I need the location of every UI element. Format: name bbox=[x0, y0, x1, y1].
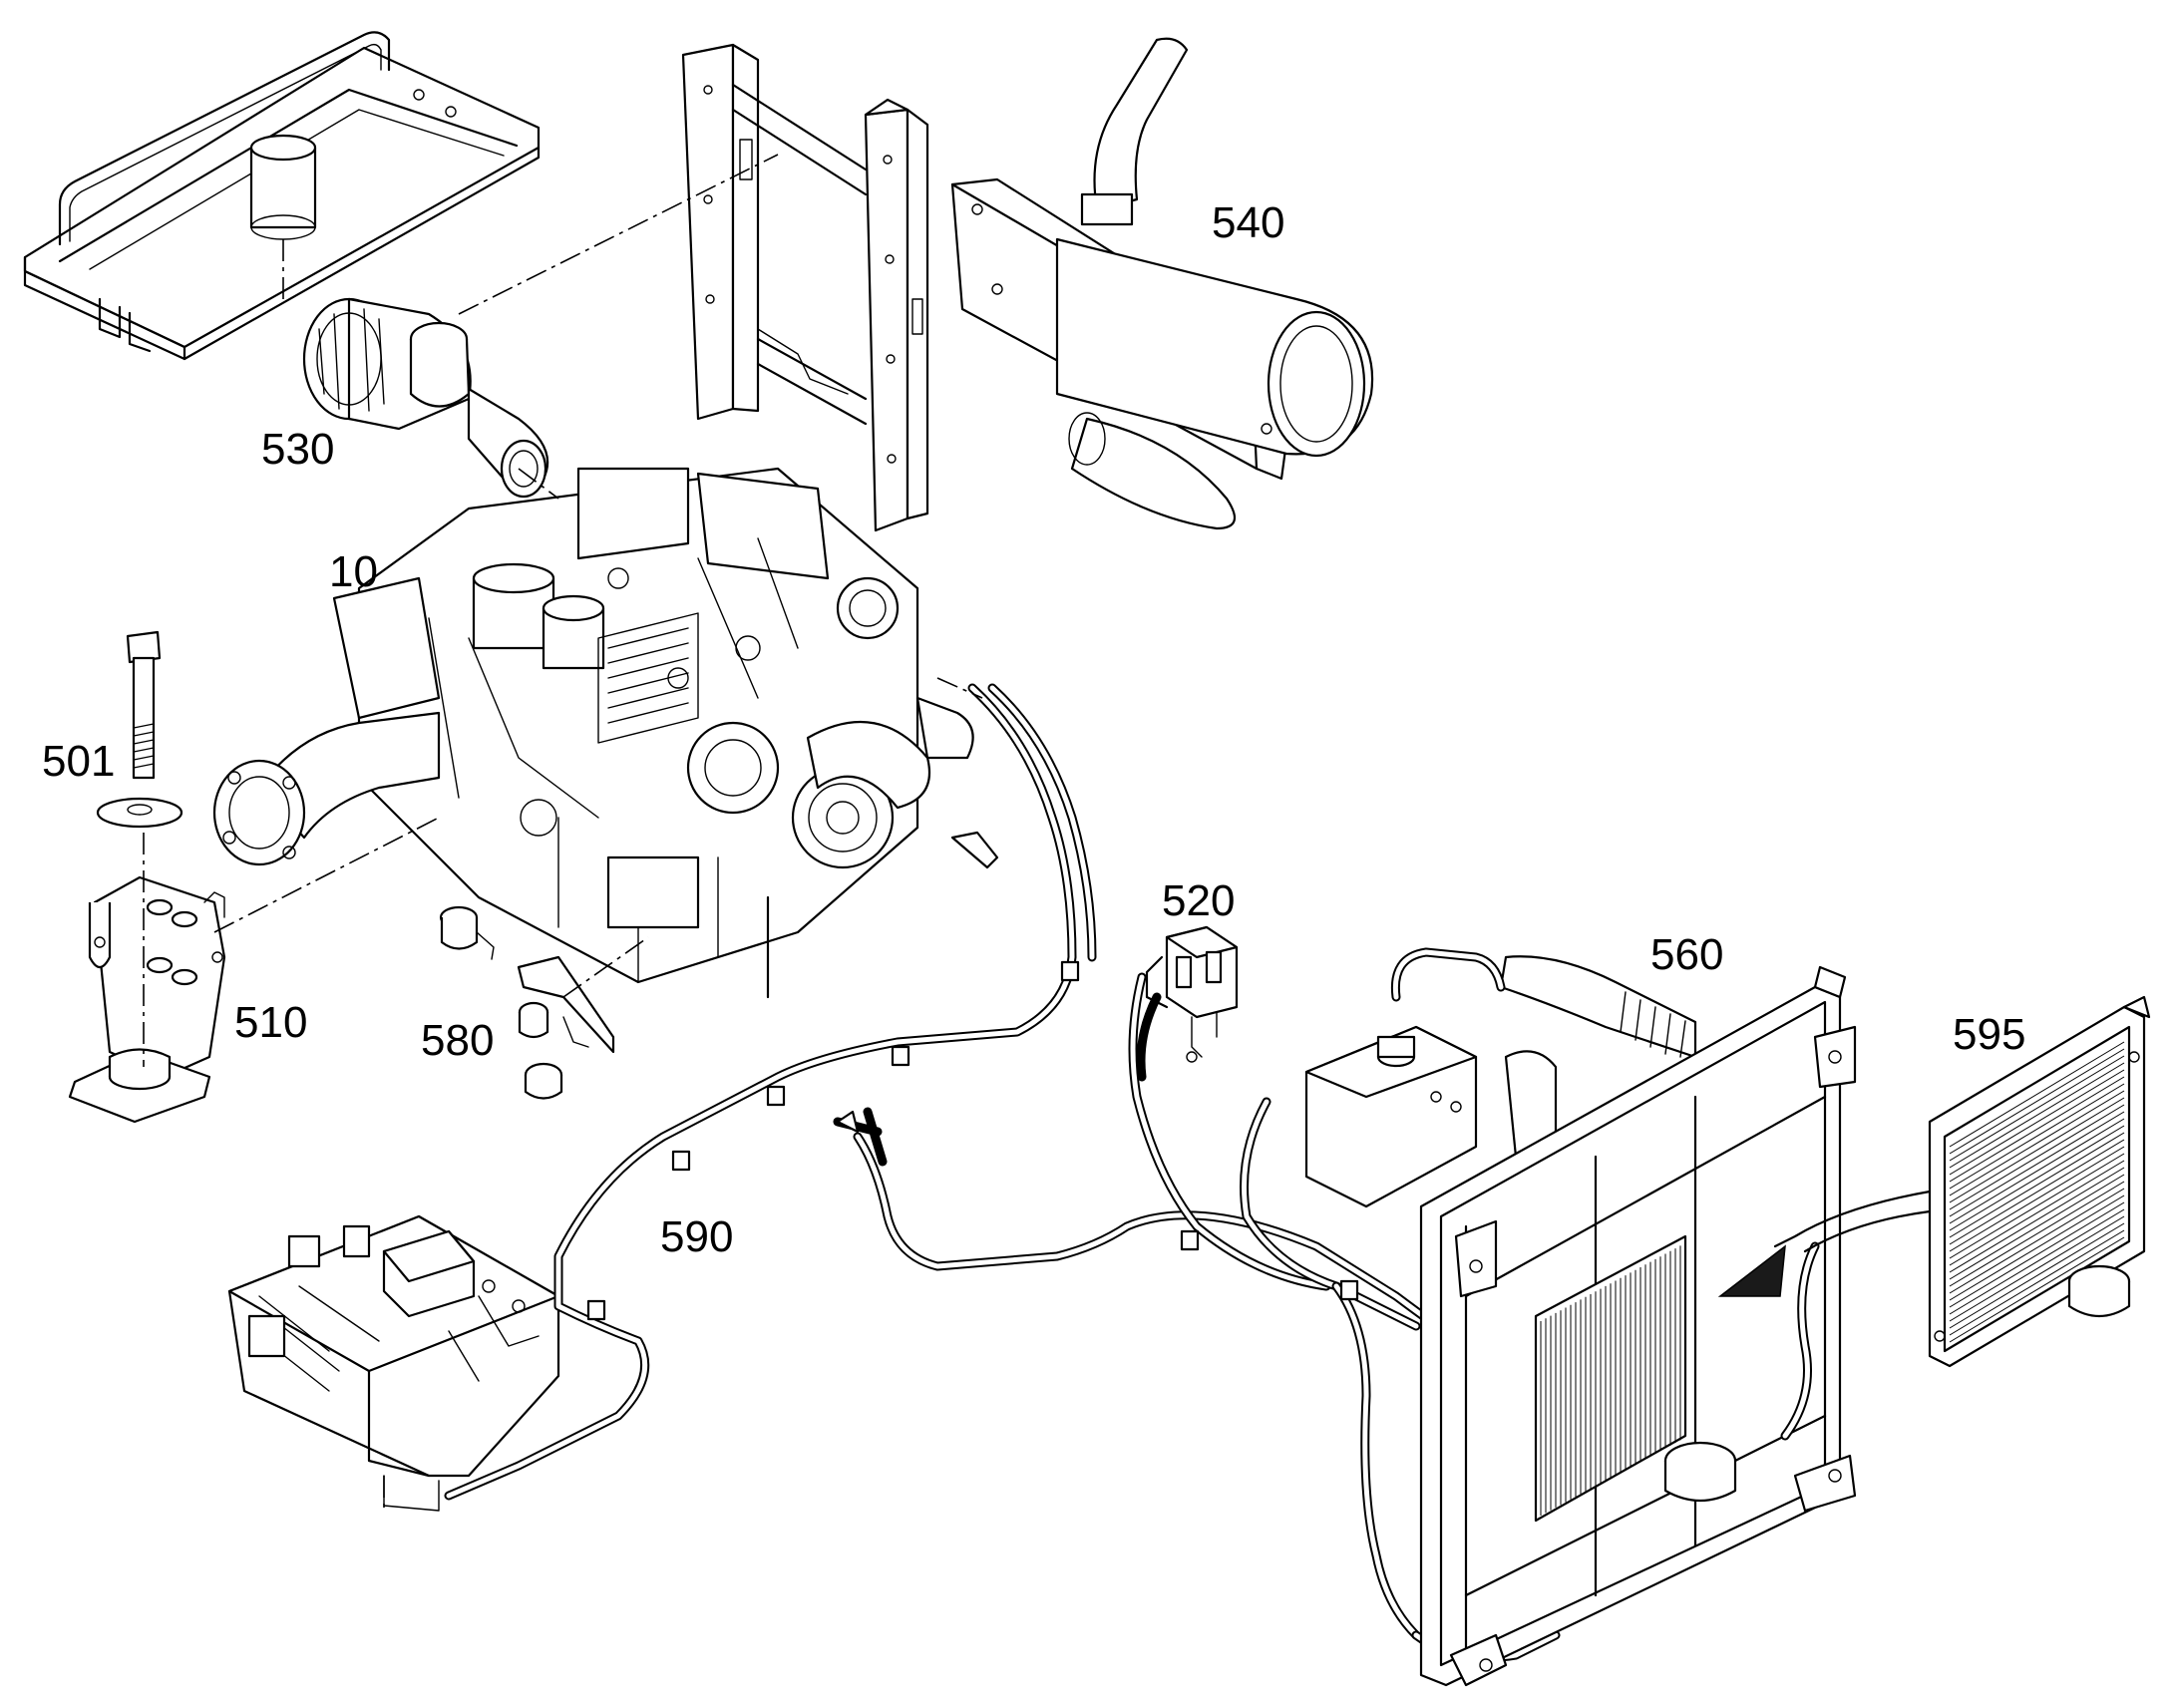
callout-10: 10 bbox=[329, 547, 378, 596]
callout-540: 540 bbox=[1212, 198, 1284, 247]
fin-line bbox=[1949, 1041, 2125, 1148]
fin-line bbox=[1949, 1222, 2125, 1329]
frame-bracket bbox=[681, 43, 929, 532]
fin-line bbox=[1949, 1055, 2125, 1162]
callout-520: 520 bbox=[1162, 876, 1235, 925]
engine-mount-bracket bbox=[68, 875, 226, 1124]
fin-line bbox=[1949, 1208, 2125, 1315]
fin-line bbox=[1949, 1097, 2125, 1203]
fin-line bbox=[1949, 1076, 2125, 1183]
callout-560: 560 bbox=[1650, 930, 1723, 979]
callout-510: 510 bbox=[234, 998, 307, 1047]
wiring-harness bbox=[444, 683, 1561, 1662]
callout-580: 580 bbox=[421, 1016, 494, 1065]
hose-clamp-set bbox=[439, 905, 615, 1100]
muffler-assembly bbox=[950, 37, 1374, 530]
fuel-filter-valve bbox=[1136, 925, 1239, 1082]
fin-line bbox=[1949, 1139, 2125, 1245]
electronic-control-box bbox=[227, 1214, 560, 1512]
engine-block bbox=[212, 467, 974, 999]
fin-line bbox=[1949, 1104, 2125, 1210]
fin-line bbox=[1949, 1195, 2125, 1301]
fin-line bbox=[1949, 1153, 2125, 1259]
engine-top-cover bbox=[23, 31, 541, 361]
mounting-bolt bbox=[96, 630, 183, 829]
fin-line bbox=[1949, 1167, 2125, 1273]
condenser-core-fins bbox=[1949, 1041, 2125, 1343]
radiator-core-fins bbox=[1540, 1245, 1681, 1516]
fin-line bbox=[1949, 1229, 2125, 1336]
fin-line bbox=[1949, 1132, 2125, 1238]
callout-595: 595 bbox=[1953, 1010, 2025, 1059]
fin-line bbox=[1949, 1090, 2125, 1196]
fin-line bbox=[1949, 1111, 2125, 1217]
fin-line bbox=[1949, 1181, 2125, 1287]
fin-line bbox=[1949, 1174, 2125, 1280]
fin-line bbox=[1949, 1160, 2125, 1266]
callout-590: 590 bbox=[660, 1212, 733, 1261]
condenser-unit bbox=[1928, 995, 2151, 1368]
fin-line bbox=[1949, 1236, 2125, 1343]
callout-530: 530 bbox=[261, 425, 334, 474]
fin-line bbox=[1949, 1201, 2125, 1308]
callout-501: 501 bbox=[42, 737, 115, 786]
fin-line bbox=[1949, 1188, 2125, 1294]
fin-line bbox=[1949, 1083, 2125, 1190]
fin-line bbox=[1949, 1146, 2125, 1252]
fin-line bbox=[1949, 1118, 2125, 1224]
cooling-package bbox=[1304, 947, 1932, 1687]
fin-line bbox=[1949, 1125, 2125, 1231]
fin-line bbox=[1949, 1062, 2125, 1169]
fin-line bbox=[1949, 1215, 2125, 1322]
air-filter-assembly bbox=[302, 297, 549, 499]
assembly-centerlines bbox=[143, 154, 983, 1511]
fin-line bbox=[1949, 1069, 2125, 1176]
fin-line bbox=[1949, 1048, 2125, 1155]
